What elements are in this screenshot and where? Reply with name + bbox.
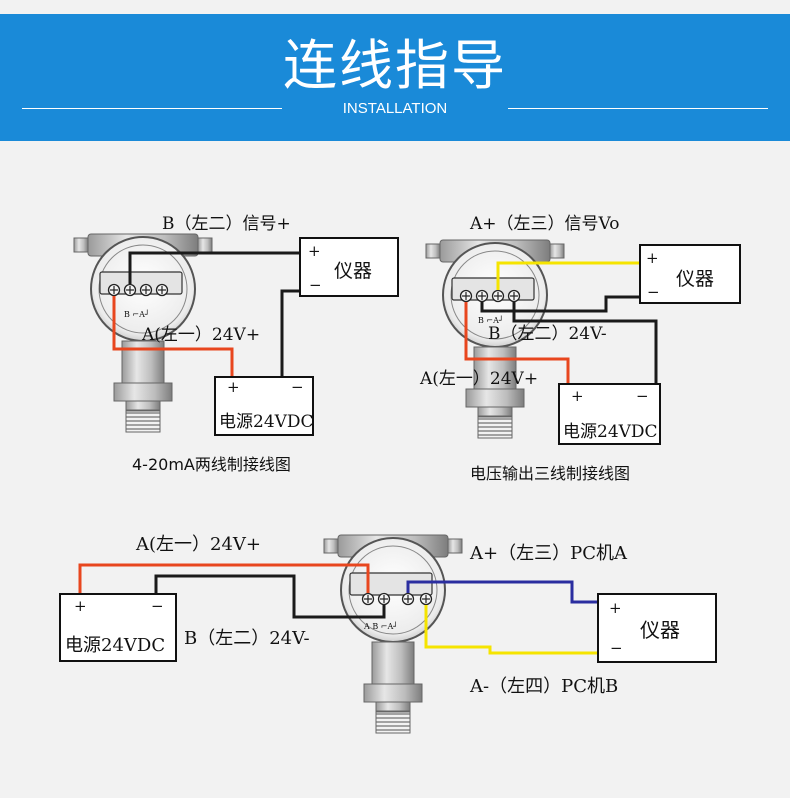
power-supply-box-2 [558,383,661,445]
terminal-labels-1: B ⌐A┘ [124,309,150,319]
instrument-plus-1: + [308,242,321,260]
return-wire-black [280,289,300,377]
power-label-3: A(左一）24V+ [135,534,261,555]
power-wire-red-3 [78,563,370,594]
signal-wire-black [128,251,300,284]
page-subtitle: INSTALLATION [342,100,448,117]
negative-label-3: B（左二）24V- [184,628,310,649]
negative-link-black [512,302,606,323]
pc-b-wire-yellow [424,605,598,655]
power-supply-label-3: 电源24VDC [65,635,165,656]
instrument-box-1 [299,237,399,297]
signal-wire-yellow [496,261,640,290]
header-line-right [508,108,768,109]
instrument-minus-1: − [309,276,322,294]
wiring-diagrams: B ⌐A┘ B（左二）信号+ A(左一）24V+ + − 仪器 + − 电源24… [59,214,741,734]
instrument-minus-3: − [610,639,623,657]
caption-three-wire: 电压输出三线制接线图 [470,464,630,483]
diagram-three-wire: B ⌐A┘ A+（左三）信号Vo B（左二）24V- A(左一）24V+ + −… [419,214,741,483]
pc-a-label: A+（左三）PC机A [469,543,628,564]
instrument-box-3 [597,593,717,663]
power-label-2: A(左一）24V+ [419,369,538,389]
power-minus-3: − [151,597,164,615]
power-supply-box-1 [214,376,314,436]
power-minus-2: − [636,387,649,405]
power-label-1: A(左一）24V+ [141,325,260,345]
negative-label-2: B（左二）24V- [488,324,607,344]
power-minus-1: − [291,378,304,396]
instrument-label-2: 仪器 [676,268,714,290]
negative-wire-black-3 [154,574,386,619]
diagram-rs485: A B ⌐A┘ A(左一）24V+ B（左二）24V- A+（左三）PC机A A… [59,534,717,734]
header-line-left [22,108,282,109]
instrument-label-1: 仪器 [334,260,372,282]
page-title: 连线指导 [283,34,507,97]
power-plus-2: + [571,387,584,405]
caption-two-wire: 4-20mA两线制接线图 [132,455,291,474]
terminal-labels-2: B ⌐A┘ [478,315,504,325]
instrument-box-2 [639,244,741,304]
common-wire-black [480,295,640,313]
pc-a-wire-blue [406,580,598,604]
power-wire-red [112,296,234,377]
signal-label-1: B（左二）信号+ [162,214,291,234]
power-wire-red-2 [464,302,570,384]
power-supply-label-1: 电源24VDC [219,412,314,432]
negative-wire-black [606,319,658,384]
header-banner: 连线指导 INSTALLATION [0,14,790,141]
instrument-plus-2: + [646,249,659,267]
instrument-minus-2: − [647,283,660,301]
instrument-label-3: 仪器 [640,618,680,642]
terminal-labels-3: A B ⌐A┘ [363,621,398,631]
signal-label-2: A+（左三）信号Vo [469,214,619,234]
instrument-plus-3: + [609,599,622,617]
diagram-two-wire: B ⌐A┘ B（左二）信号+ A(左一）24V+ + − 仪器 + − 电源24… [73,214,399,474]
power-supply-label-2: 电源24VDC [563,422,658,442]
power-supply-box-3 [59,593,177,662]
power-plus-1: + [227,378,240,396]
pc-b-label: A-（左四）PC机B [469,676,618,697]
power-plus-3: + [74,597,87,615]
